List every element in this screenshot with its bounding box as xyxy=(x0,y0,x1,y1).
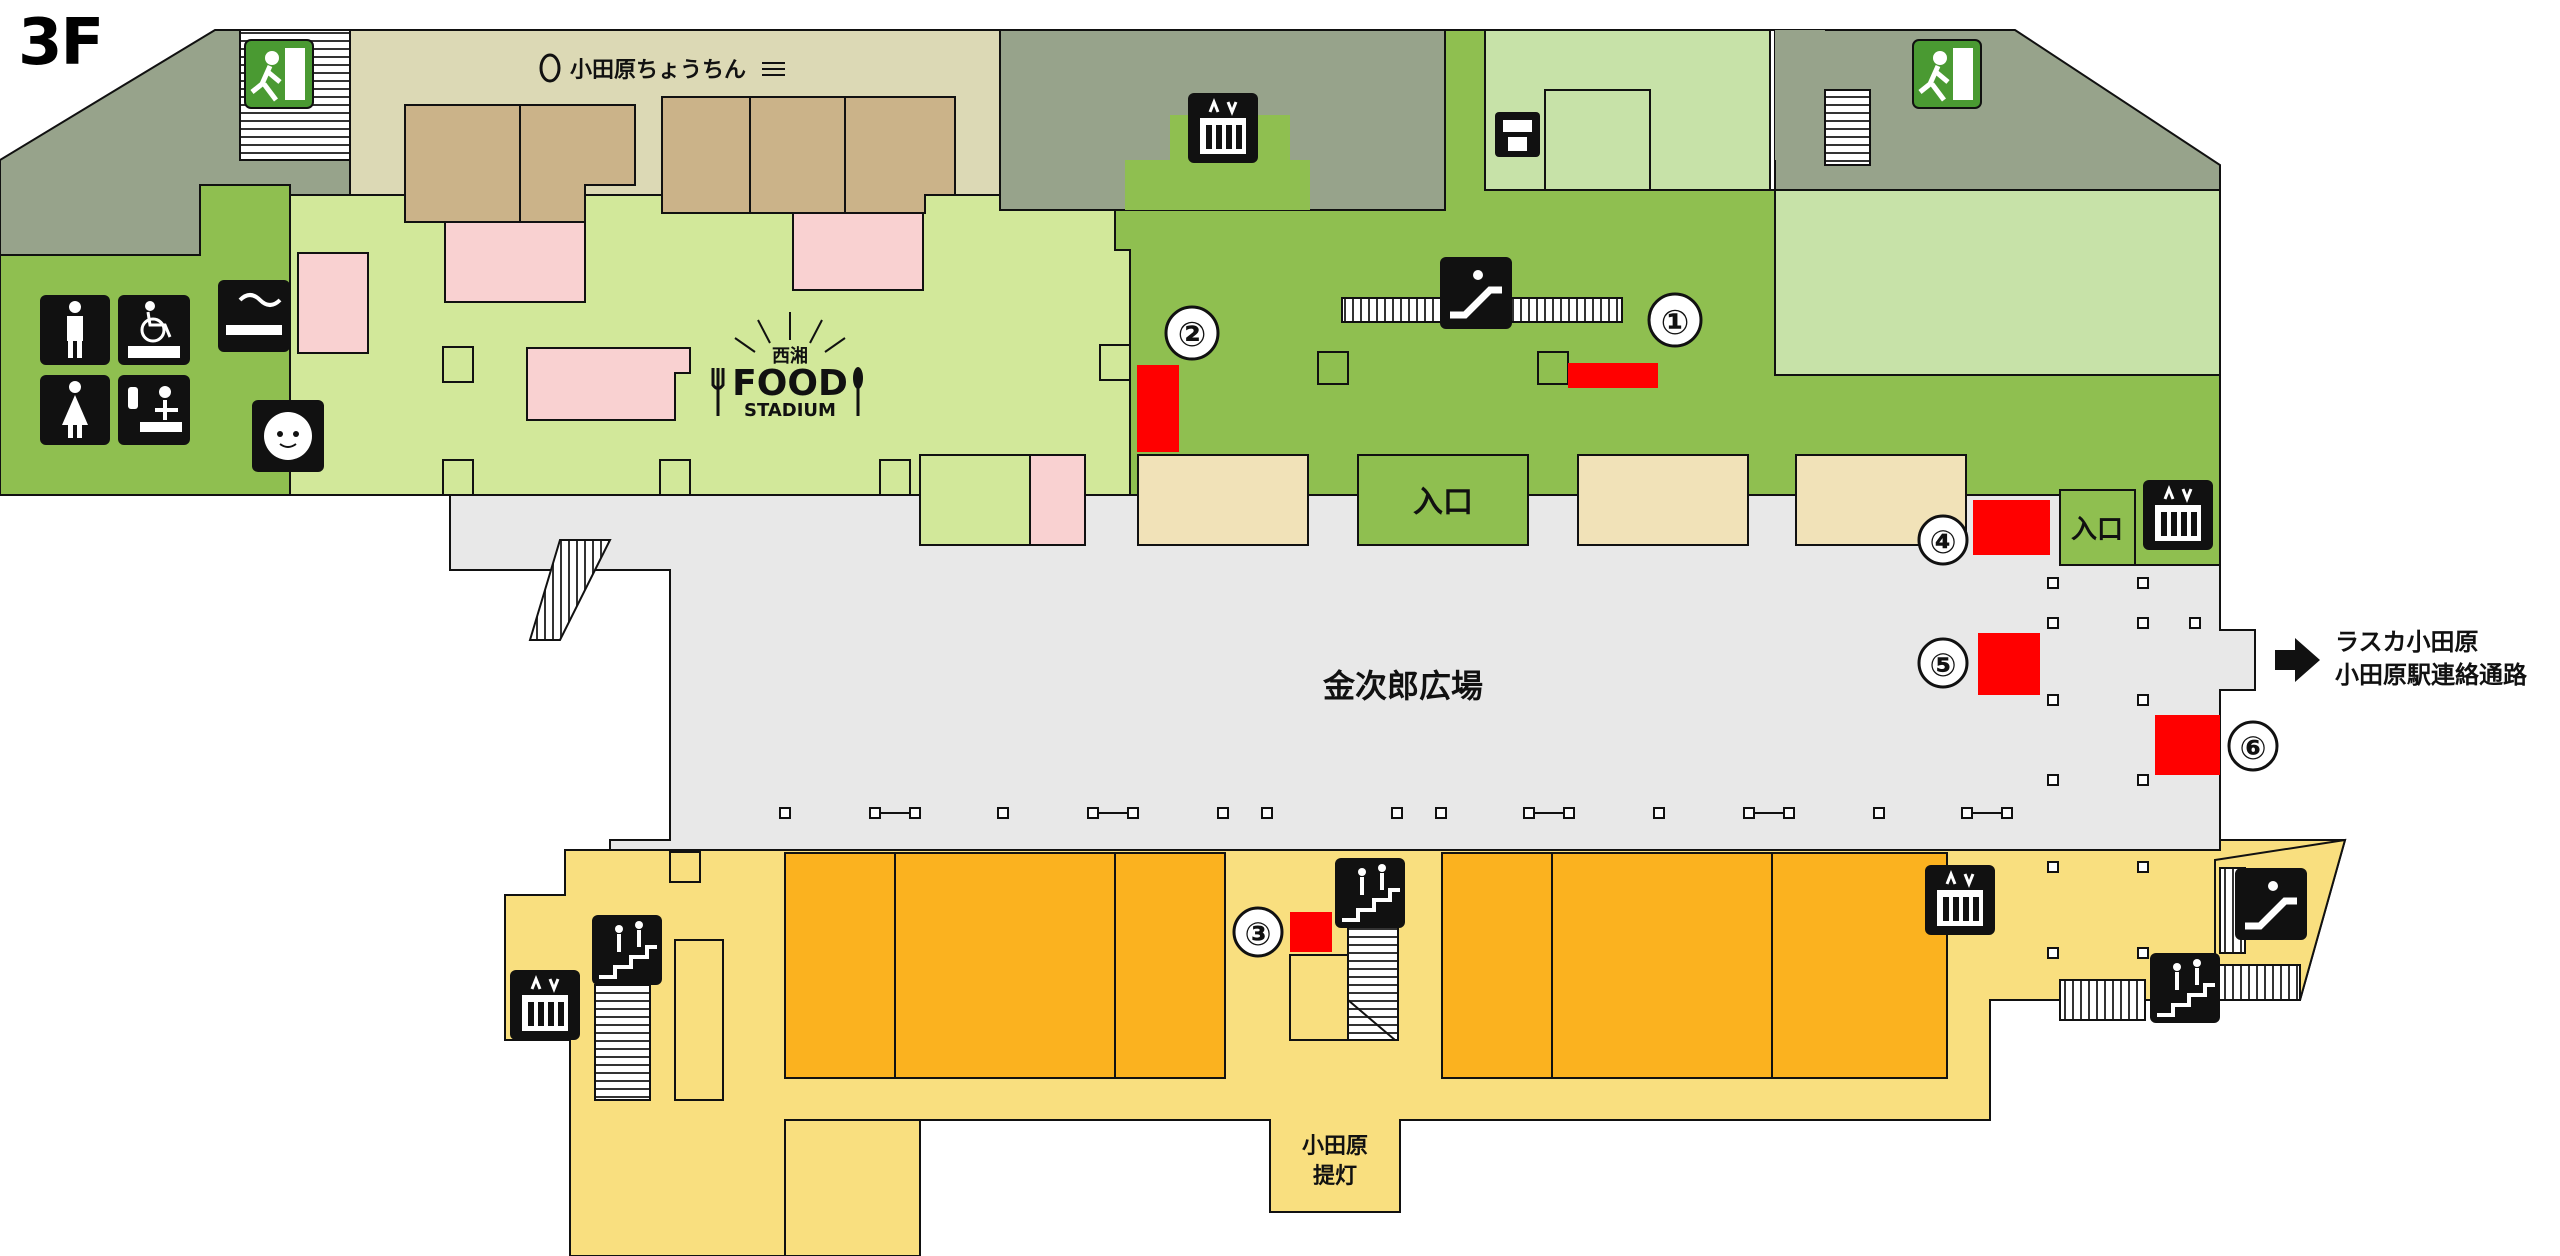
svg-text:④: ④ xyxy=(1929,523,1956,561)
elevator-icon xyxy=(510,970,580,1040)
svg-text:FOOD: FOOD xyxy=(732,363,848,404)
accessible-restroom-icon xyxy=(118,295,190,365)
entrance-label: 入口 xyxy=(1413,485,1473,520)
baby-room-icon xyxy=(252,400,324,472)
svg-text:ラスカ小田原: ラスカ小田原 xyxy=(2335,628,2479,656)
atm-icon xyxy=(1495,112,1540,157)
lantern-label-line1: 小田原 xyxy=(1302,1134,1368,1159)
elevator-icon xyxy=(2143,480,2213,550)
svg-text:⑥: ⑥ xyxy=(2239,729,2266,767)
escalator-icon xyxy=(1440,257,1512,329)
entrance-small-label: 入口 xyxy=(2071,515,2123,545)
marker-6-block xyxy=(2155,715,2220,775)
escalator-icon xyxy=(2235,868,2307,940)
marker-4-block xyxy=(1973,500,2050,555)
marker-3-block xyxy=(1290,912,1332,952)
svg-text:STADIUM: STADIUM xyxy=(744,400,836,421)
marker-5-block xyxy=(1978,633,2040,695)
elevator-icon xyxy=(1925,865,1995,935)
marker-1-block xyxy=(1568,363,1658,388)
svg-text:西湘: 西湘 xyxy=(772,345,808,367)
marker-1: ① xyxy=(1647,292,1703,348)
lantern-label-line2: 提灯 xyxy=(1313,1163,1357,1189)
marker-4: ④ xyxy=(1917,514,1969,566)
elevator-icon xyxy=(1188,93,1258,163)
restroom-men-icon xyxy=(40,295,110,365)
food-stadium-logo: 西湘 FOOD STADIUM xyxy=(711,312,863,421)
plaza-label: 金次郎広場 xyxy=(1322,667,1483,705)
svg-text:⑤: ⑤ xyxy=(1929,646,1956,684)
svg-text:③: ③ xyxy=(1244,915,1271,953)
svg-text:②: ② xyxy=(1178,315,1207,355)
red-markers xyxy=(1137,363,2220,952)
stairs-icon xyxy=(592,915,662,985)
station-link: ラスカ小田原 小田原駅連絡通路 xyxy=(2275,628,2528,689)
plaza-pillars xyxy=(779,577,2201,819)
floor-label: 3F xyxy=(18,6,104,80)
arrow-right-icon xyxy=(2275,638,2320,682)
marker-5: ⑤ xyxy=(1917,637,1969,689)
svg-text:小田原駅連絡通路: 小田原駅連絡通路 xyxy=(2335,661,2528,689)
emergency-exit-icon xyxy=(244,39,314,109)
baby-care-icon xyxy=(118,375,190,445)
restroom-women-icon xyxy=(40,375,110,445)
lantern-shop-logo: 小田原ちょうちん xyxy=(539,53,785,83)
lantern-shop-name: 小田原ちょうちん xyxy=(570,58,746,83)
smoking-area-icon xyxy=(218,280,290,352)
stairs-icon xyxy=(2150,953,2220,1023)
marker-6: ⑥ xyxy=(2227,720,2279,772)
marker-labels: ① ② ③ ④ ⑤ ⑥ xyxy=(1164,292,2279,958)
shop-area xyxy=(999,29,2221,566)
marker-2-block xyxy=(1137,365,1179,452)
marker-2: ② xyxy=(1164,305,1220,361)
stairs-icon xyxy=(1335,858,1405,928)
svg-text:①: ① xyxy=(1661,303,1690,343)
lower-shop-area xyxy=(504,838,2347,1256)
emergency-exit-icon xyxy=(1912,39,1982,109)
marker-3: ③ xyxy=(1232,906,1284,958)
